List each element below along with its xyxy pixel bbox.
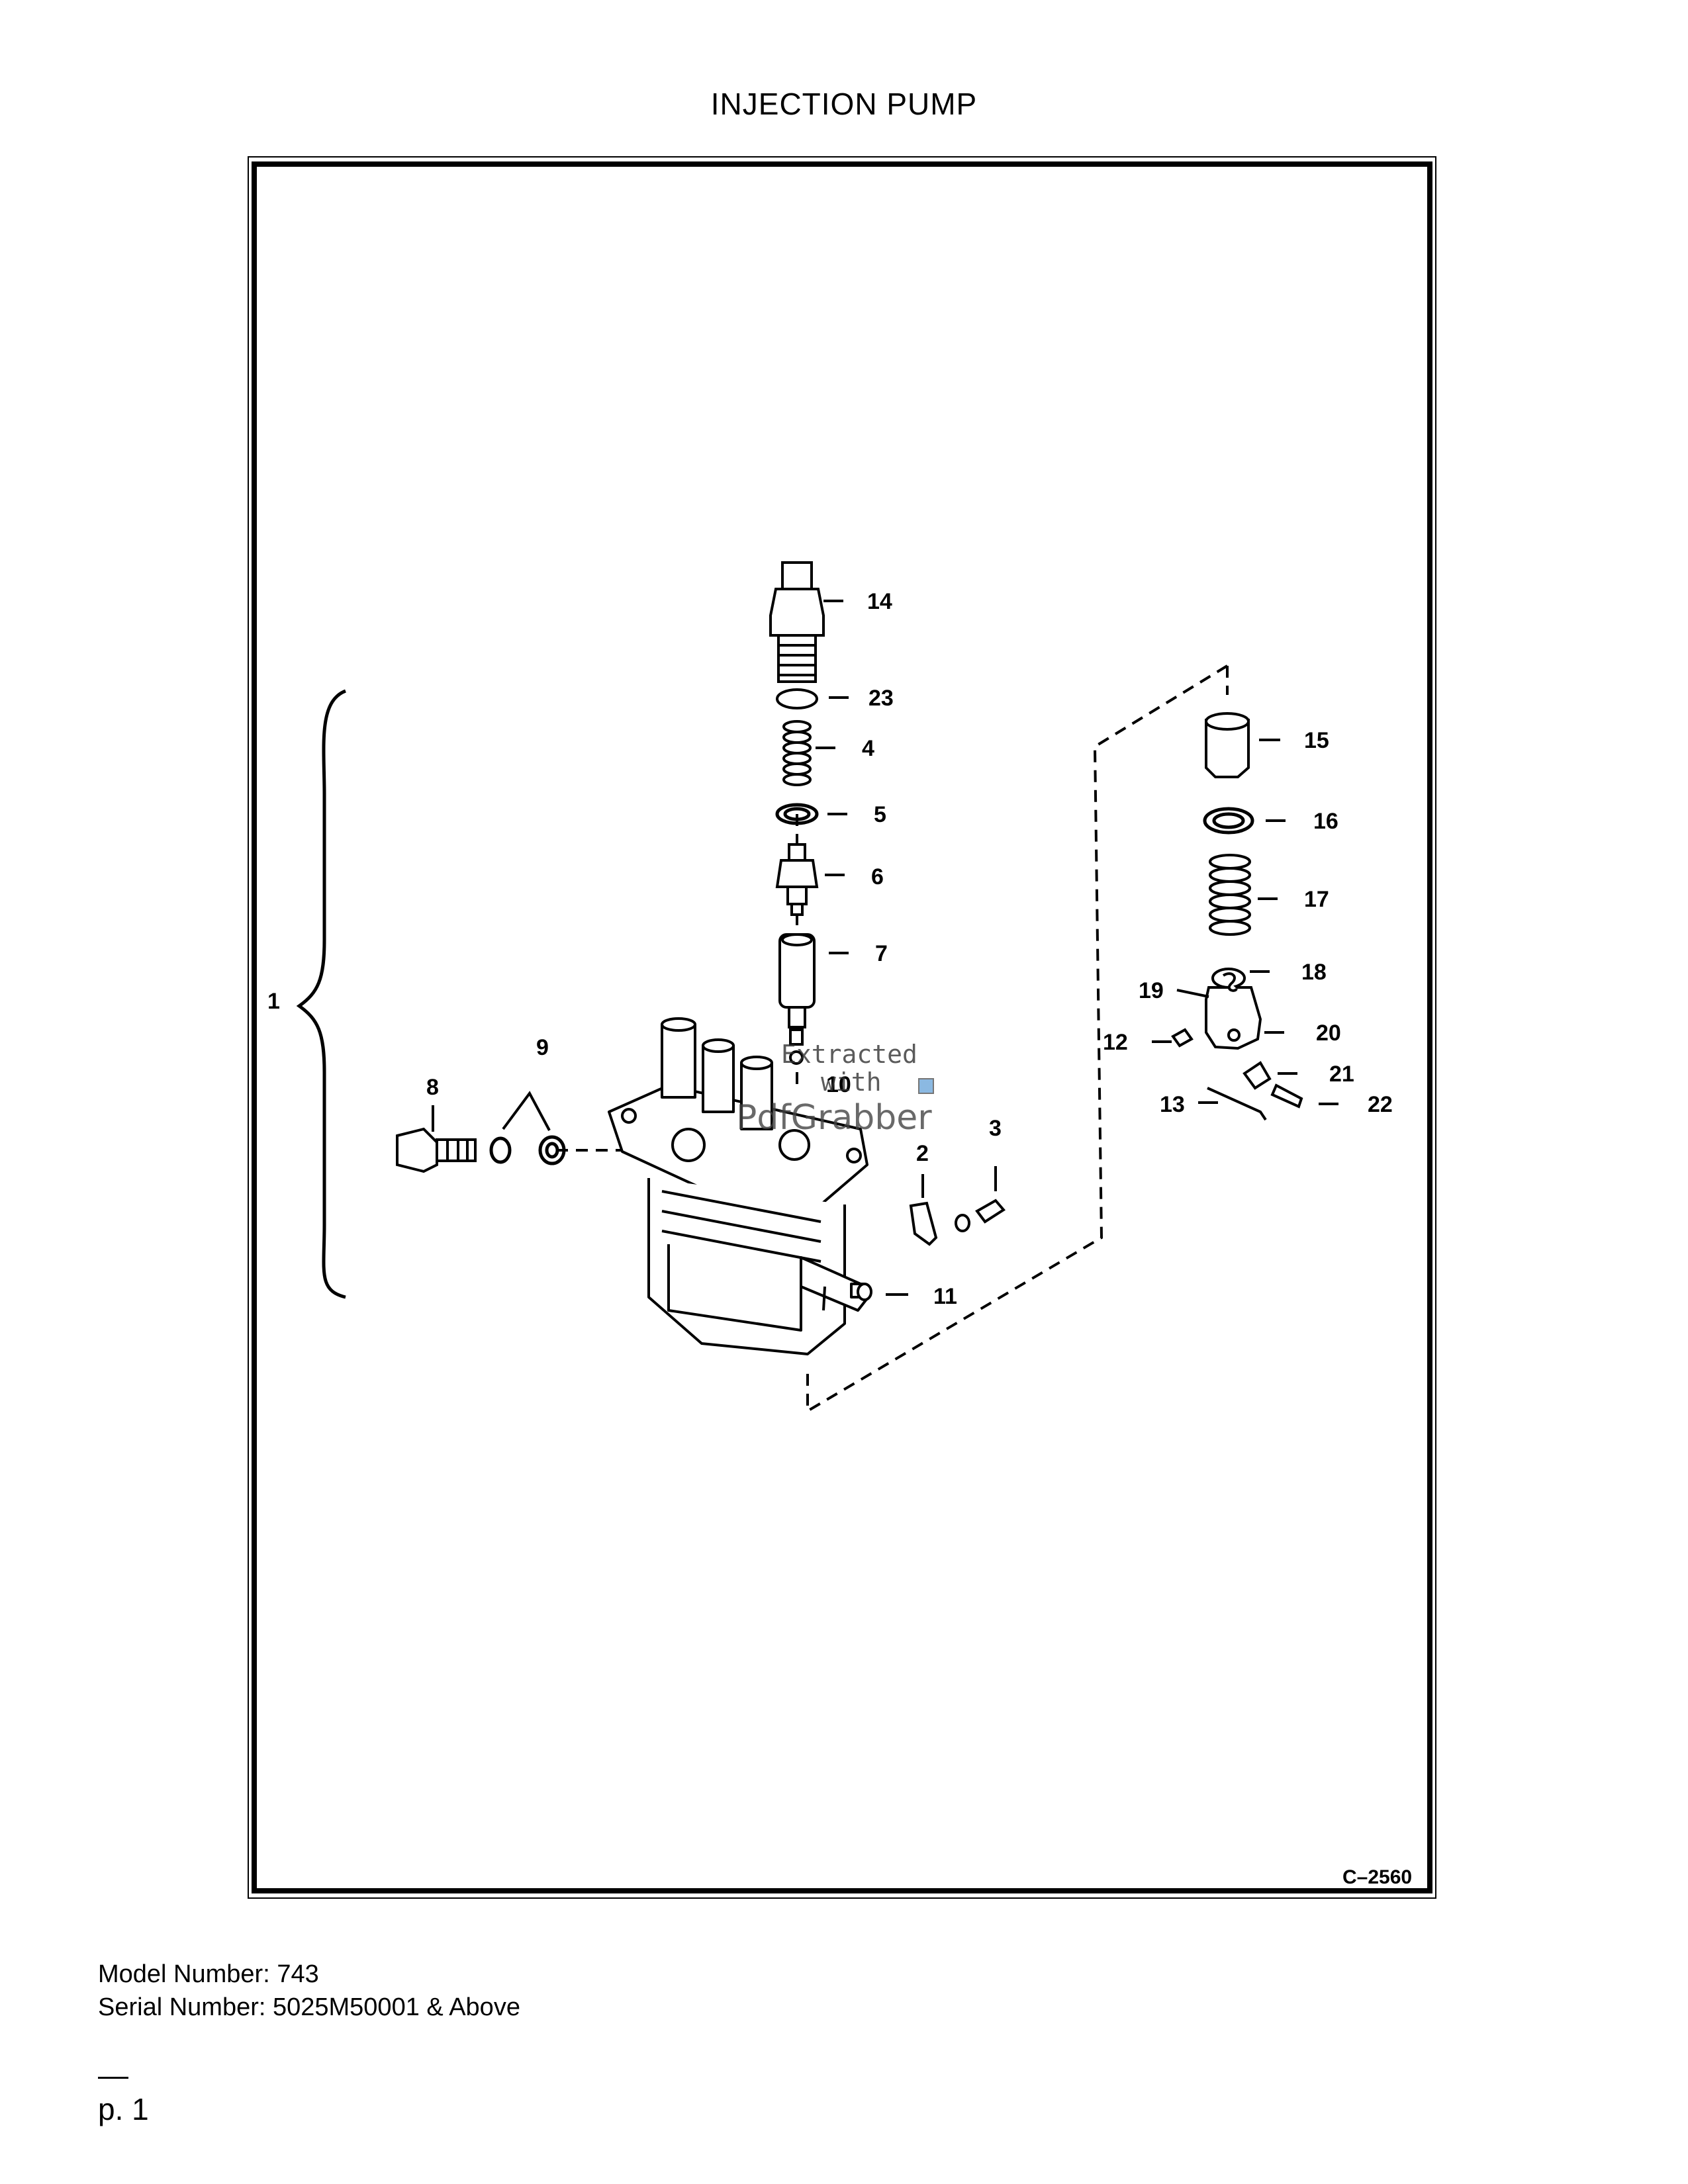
pdfgrabber-watermark: Extracted with PdfGrabber — [736, 1040, 934, 1138]
callout-10: 10 — [826, 1072, 851, 1097]
diagram-frame — [252, 161, 1432, 1893]
callout-1: 1 — [267, 989, 280, 1014]
callout-11: 11 — [933, 1284, 957, 1309]
part-21-22-pin — [1243, 1061, 1303, 1109]
part-23-o-ring — [776, 688, 818, 709]
part-2-3-lever-bolt — [909, 1199, 1006, 1246]
callout-21: 21 — [1329, 1062, 1354, 1087]
part-12-screw — [1171, 1028, 1194, 1048]
callout-18: 18 — [1301, 960, 1327, 985]
watermark-brand: PdfGrabber — [736, 1098, 932, 1138]
diagram-frame-outer — [248, 156, 1436, 1899]
page-number-rule — [98, 2077, 128, 2079]
assembly-brace — [296, 689, 347, 1299]
part-17-spring — [1209, 854, 1251, 936]
part-8-banjo-bolt — [396, 1127, 477, 1173]
callout-6: 6 — [871, 864, 884, 889]
page-title: INJECTION PUMP — [710, 87, 978, 121]
page-number: p. 1 — [98, 2092, 149, 2126]
callout-15: 15 — [1304, 728, 1329, 753]
part-13-wire — [1207, 1087, 1267, 1121]
callout-17: 17 — [1304, 887, 1329, 912]
callout-7: 7 — [875, 941, 888, 966]
part-14-valve-holder — [769, 561, 825, 683]
leader-lines — [432, 600, 1338, 1296]
part-5-gasket — [775, 803, 819, 825]
part-7-barrel — [778, 933, 816, 1028]
callout-20: 20 — [1316, 1021, 1341, 1046]
callout-4: 4 — [862, 736, 874, 761]
watermark-line-1: Extracted — [781, 1040, 917, 1069]
callout-19: 19 — [1139, 978, 1164, 1003]
callout-8: 8 — [426, 1075, 439, 1100]
model-number: Model Number: 743 — [98, 1960, 319, 1988]
part-16-gasket — [1203, 807, 1254, 835]
callout-14: 14 — [867, 589, 892, 614]
figure-code: C–2560 — [1342, 1866, 1412, 1888]
part-18-20-housing — [1205, 968, 1262, 1050]
callout-16: 16 — [1313, 809, 1338, 834]
callout-5: 5 — [874, 802, 886, 827]
callout-22: 22 — [1368, 1092, 1393, 1117]
part-6-delivery-valve — [775, 843, 819, 916]
watermark-logo-icon — [918, 1078, 934, 1094]
pump-body — [608, 1017, 872, 1355]
callout-23: 23 — [868, 686, 894, 711]
watermark-line-2: with — [821, 1068, 882, 1097]
part-10-plunger — [789, 1028, 804, 1065]
part-15-cap — [1205, 712, 1250, 778]
part-4-spring — [782, 720, 812, 786]
callout-2: 2 — [916, 1141, 929, 1166]
callout-3: 3 — [989, 1116, 1002, 1141]
callout-12: 12 — [1103, 1030, 1128, 1055]
part-9-washers — [489, 1091, 566, 1165]
callout-13: 13 — [1160, 1092, 1185, 1117]
serial-number: Serial Number: 5025M50001 & Above — [98, 1993, 520, 2021]
callout-9: 9 — [536, 1035, 549, 1060]
